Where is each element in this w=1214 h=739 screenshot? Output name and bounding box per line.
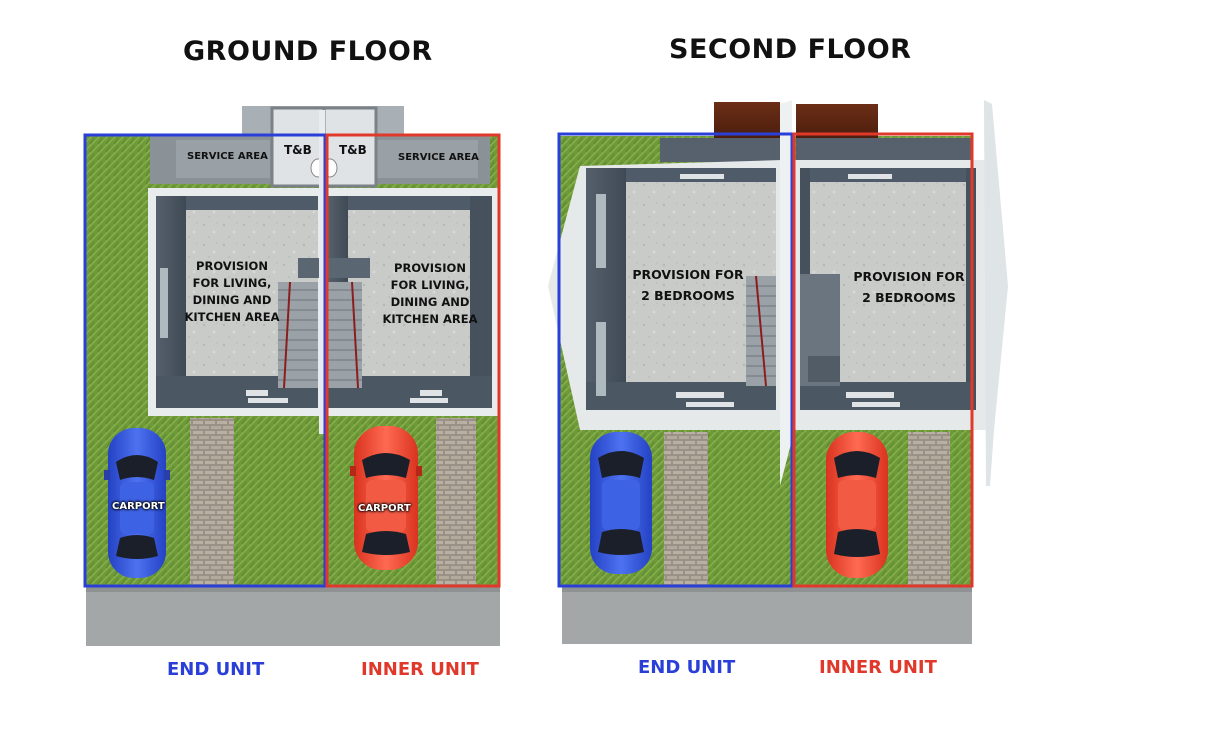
living-left-line-3: DINING AND xyxy=(192,293,272,307)
bedrooms-right-line-1: PROVISION FOR xyxy=(853,269,965,284)
bedrooms-right-line-2: 2 BEDROOMS xyxy=(862,290,956,305)
ground-inner-unit-label: INNER UNIT xyxy=(361,659,479,680)
tb-right-label: T&B xyxy=(339,143,367,157)
second-floor-title: SECOND FLOOR xyxy=(669,34,912,65)
living-right-line-1: PROVISION xyxy=(394,261,466,275)
living-area-right-label: PROVISION FOR LIVING, DINING AND KITCHEN… xyxy=(380,260,480,328)
service-area-right-label: SERVICE AREA xyxy=(398,152,479,163)
bedrooms-left-label: PROVISION FOR 2 BEDROOMS xyxy=(626,264,750,306)
bedrooms-left-line-1: PROVISION FOR xyxy=(632,267,744,282)
living-right-line-2: FOR LIVING, xyxy=(390,278,470,292)
ground-end-unit-label: END UNIT xyxy=(167,659,265,680)
service-area-left-label: SERVICE AREA xyxy=(187,151,268,162)
carport-left-label: CARPORT xyxy=(112,501,165,512)
living-left-line-1: PROVISION xyxy=(196,259,268,273)
living-left-line-2: FOR LIVING, xyxy=(192,276,272,290)
carport-right-label: CARPORT xyxy=(358,503,411,514)
second-end-unit-label: END UNIT xyxy=(638,657,736,678)
tb-left-label: T&B xyxy=(284,143,312,157)
living-left-line-4: KITCHEN AREA xyxy=(184,310,280,324)
second-inner-unit-label: INNER UNIT xyxy=(819,657,937,678)
bedrooms-right-label: PROVISION FOR 2 BEDROOMS xyxy=(847,266,971,308)
living-right-line-4: KITCHEN AREA xyxy=(382,312,478,326)
living-right-line-3: DINING AND xyxy=(390,295,470,309)
living-area-left-label: PROVISION FOR LIVING, DINING AND KITCHEN… xyxy=(182,258,282,326)
bedrooms-left-line-2: 2 BEDROOMS xyxy=(641,288,735,303)
ground-floor-title: GROUND FLOOR xyxy=(183,36,433,67)
